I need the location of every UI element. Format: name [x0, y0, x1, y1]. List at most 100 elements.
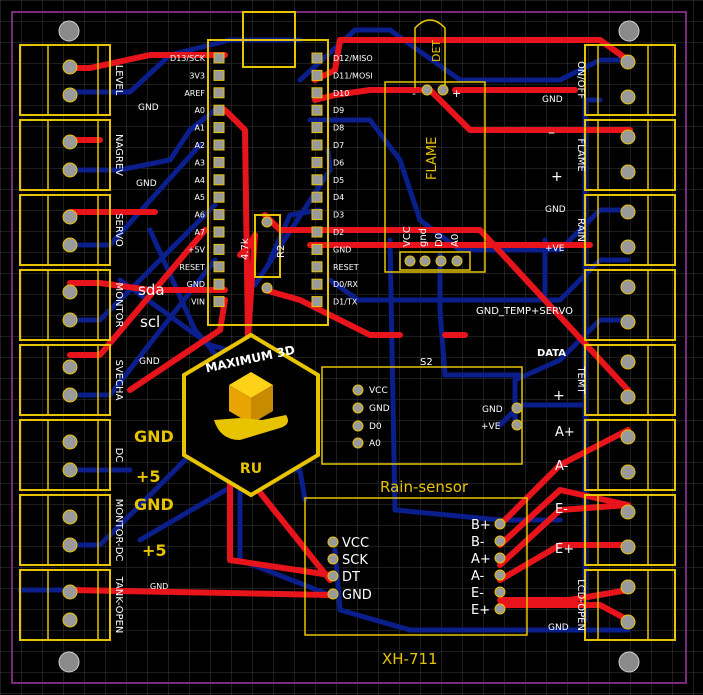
- terminal-right-label-0: ON/OFF: [575, 61, 586, 99]
- label-gnd-1: GND: [138, 103, 159, 113]
- hx711-title: XH-711: [382, 650, 438, 668]
- arduino-pad-left-14: [213, 296, 225, 308]
- terminal-right-7: LCD-OPEN: [575, 569, 676, 641]
- arduino-pad-right-6: [311, 156, 323, 168]
- label-gnd-lcd: GND: [548, 623, 569, 633]
- s2-pads: [352, 384, 523, 449]
- arduino-pin-right-14: D1/TX: [333, 298, 358, 307]
- terminal-right-label-1: FLAME: [575, 138, 586, 171]
- hx711-pin-vcc: VCC: [342, 536, 369, 551]
- arduino-pin-left-13: GND: [187, 280, 205, 289]
- terminal-left-0: LEVEL: [19, 44, 124, 116]
- flame-header-outline: [399, 251, 471, 271]
- terminal-left-label-7: TANK-OPEN: [113, 576, 124, 634]
- rain-sensor-title: Rain-sensor: [380, 478, 469, 496]
- arduino-pad-left-3: [213, 104, 225, 116]
- flame-led-pads: [421, 84, 449, 96]
- label-minus: –: [548, 125, 555, 141]
- terminal-right-label-4: TEMT: [575, 365, 586, 394]
- flame-led-minus: -: [412, 87, 416, 100]
- arduino-pin-right-6: D6: [333, 158, 344, 167]
- arduino-pin-left-11: +5V: [188, 245, 206, 254]
- label-gnd-2: GND: [136, 179, 157, 189]
- s2-pin-gnd: GND: [369, 404, 390, 414]
- arduino-pad-right-4: [311, 122, 323, 134]
- terminal-right-5: [584, 419, 676, 491]
- arduino-pin-right-0: D12/MISO: [333, 54, 373, 63]
- s2-module: [321, 366, 523, 465]
- s2-pin-vcc: VCC: [369, 386, 388, 396]
- label-gnd-4: GND: [150, 582, 168, 591]
- hx711-pads: [327, 518, 506, 615]
- terminal-left-6: MONTOR-DC: [19, 494, 124, 566]
- hx711-pin-sck: SCK: [342, 553, 368, 568]
- terminal-left-1: NAGREV: [19, 119, 124, 191]
- cube-left: [229, 385, 251, 424]
- arduino-pad-right-13: [311, 278, 323, 290]
- arduino-pin-left-6: A3: [194, 158, 205, 167]
- label-plus: +: [551, 169, 563, 185]
- arduino-pad-left-10: [213, 226, 225, 238]
- rain-pin-gnd: GND: [482, 405, 503, 415]
- arduino-pin-left-3: A0: [194, 106, 205, 115]
- left-terminal-blocks: LEVELNAGREVSERVOMONTORSVECHADCMONTOR-DCT…: [19, 44, 124, 641]
- terminal-right-1: FLAME: [575, 119, 676, 191]
- terminal-left-4: SVECHA: [19, 344, 124, 416]
- hx711-pin-b-plus: B+: [471, 518, 491, 533]
- terminal-right-2: RAIN: [575, 194, 676, 266]
- flame-sensor: [384, 19, 486, 273]
- mounting-holes: [58, 20, 640, 673]
- arduino-pin-left-14: VIN: [191, 298, 205, 307]
- label-temp-plus: +: [553, 388, 565, 404]
- resistor-pad-2: [261, 282, 273, 294]
- flame-pin-gnd: gnd: [418, 228, 429, 247]
- arduino-pad-right-5: [311, 139, 323, 151]
- label-data: DATA: [537, 348, 566, 359]
- arduino-pin-right-7: D5: [333, 176, 344, 185]
- rain-pin-ve: +VE: [481, 422, 501, 432]
- terminal-left-label-6: MONTOR-DC: [113, 499, 124, 562]
- label-sda: sda: [138, 281, 165, 299]
- arduino-pad-right-2: [311, 87, 323, 99]
- arduino-pad-left-9: [213, 209, 225, 221]
- flame-pin-vcc: VCC: [402, 226, 413, 247]
- label-rain-gnd: GND: [545, 205, 566, 215]
- label-gnd-3: GND: [139, 357, 160, 367]
- label-gnd-temp-servo: GND_TEMP+SERVO: [476, 306, 573, 317]
- arduino-pad-right-8: [311, 191, 323, 203]
- logo-line2: RU: [240, 461, 262, 477]
- arduino-pad-left-13: [213, 278, 225, 290]
- arduino-pin-left-0: D13/SCK: [170, 54, 206, 63]
- terminal-right-3: [584, 269, 676, 341]
- hx711-module: [304, 497, 528, 636]
- arduino-pin-left-2: AREF: [184, 89, 205, 98]
- terminal-left-label-1: NAGREV: [113, 134, 124, 176]
- label-gnd-big-1: GND: [134, 427, 174, 446]
- s2-pin-a0: A0: [369, 439, 381, 449]
- label-gnd-onoff: GND: [542, 95, 563, 105]
- arduino-pad-left-12: [213, 261, 225, 273]
- arduino-pad-right-9: [311, 209, 323, 221]
- label-a-minus: A-: [555, 459, 569, 474]
- arduino-pin-left-7: A4: [194, 176, 205, 185]
- hx711-pin-gnd: GND: [342, 588, 372, 603]
- arduino-pad-left-1: [213, 69, 225, 81]
- terminal-left-label-5: DC: [113, 448, 124, 463]
- terminal-left-label-4: SVECHA: [113, 360, 124, 401]
- maximum3d-logo: [182, 332, 320, 498]
- terminal-right-label-2: RAIN: [575, 218, 586, 242]
- label-plus5-2: +5: [142, 541, 167, 560]
- arduino-pin-right-1: D11/MOSI: [333, 71, 373, 80]
- flame-det-label: DET: [430, 40, 443, 62]
- arduino-pad-right-12: [311, 261, 323, 273]
- hx711-pin-e-minus: E-: [471, 586, 484, 601]
- s2-pin-d0: D0: [369, 422, 382, 432]
- arduino-pin-left-9: A6: [194, 211, 205, 220]
- terminal-left-3: MONTOR: [19, 269, 124, 341]
- arduino-pad-right-0: [311, 52, 323, 64]
- flame-pin-a0: A0: [450, 234, 461, 247]
- flame-led-outline: [414, 19, 446, 88]
- hx711-pin-e-plus: E+: [471, 603, 490, 618]
- resistor-pad-1: [261, 216, 273, 228]
- label-a-plus: A+: [555, 425, 575, 440]
